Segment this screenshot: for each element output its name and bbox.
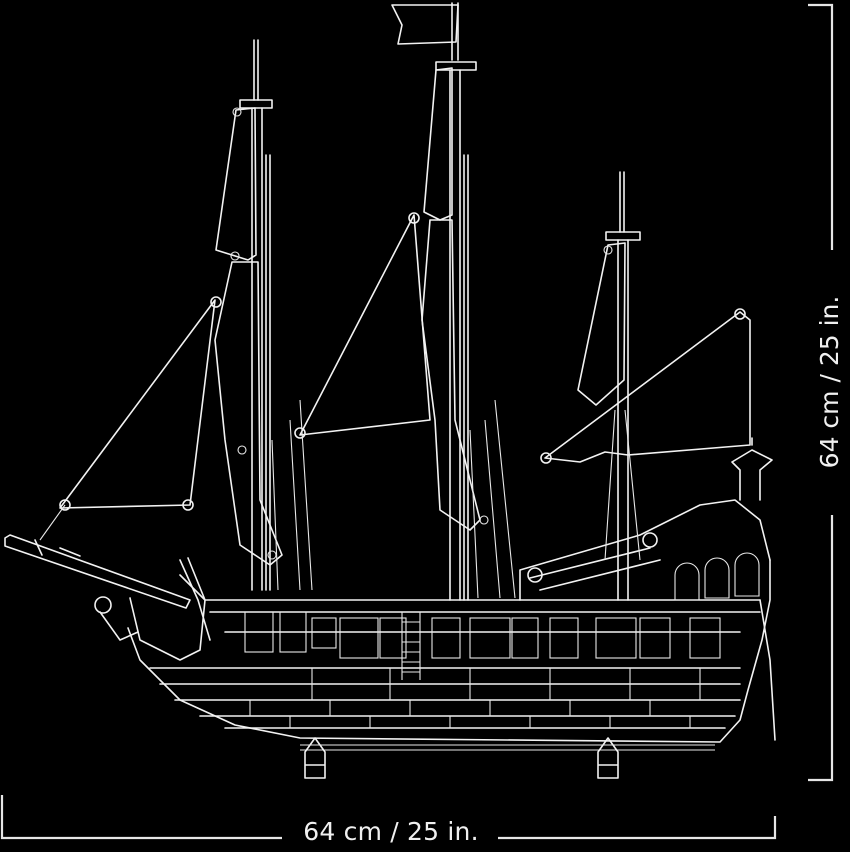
hull: [127, 559, 771, 779]
rigging: [39, 212, 751, 599]
height-dimension-label: 64 cm / 25 in.: [813, 287, 847, 477]
width-dimension-label: 64 cm / 25 in.: [291, 812, 491, 852]
height-dimension-line: [808, 3, 834, 782]
sails: [214, 67, 626, 566]
stern-castle: [519, 437, 776, 741]
width-dimension-line: [0, 795, 777, 840]
masts: [239, 2, 641, 601]
bow: [4, 534, 211, 661]
